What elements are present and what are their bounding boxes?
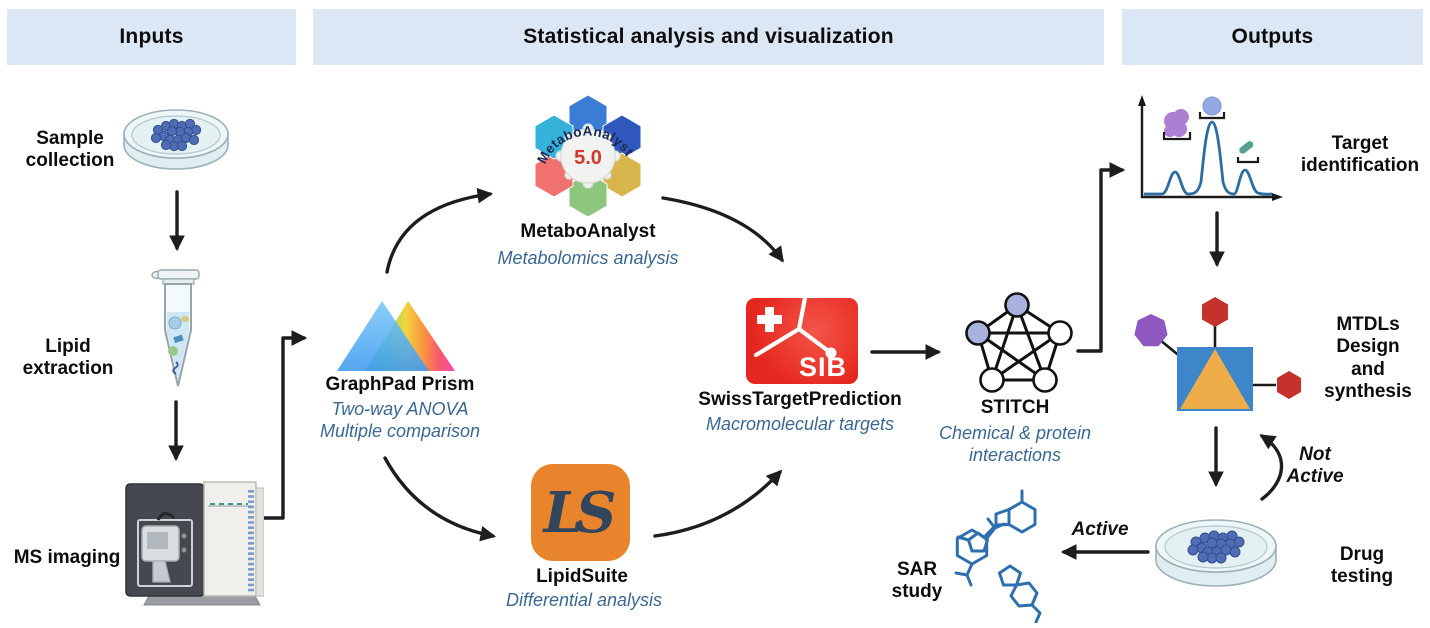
stitch-name: STITCH xyxy=(980,397,1050,418)
arrow-stitch-to-target xyxy=(1076,162,1126,353)
metaboanalyst-logo: 5.0 MetaboAnalyst xyxy=(534,94,642,218)
drug-testing-label: Drug testing xyxy=(1330,544,1394,588)
arrow-graphpad-to-lipidsuite xyxy=(383,456,497,542)
lipidsuite-subtitle: Differential analysis xyxy=(505,590,663,610)
stitch-network-icon xyxy=(965,292,1073,393)
petri-dish-drug-icon xyxy=(1155,519,1277,587)
arrow-ms-to-graphpad xyxy=(253,330,308,520)
mtdl-red-hexagon-top xyxy=(1202,297,1228,327)
metaboanalyst-subtitle: Metabolomics analysis xyxy=(497,248,679,268)
metaboanalyst-version: 5.0 xyxy=(574,147,602,169)
arrow-lipidsuite-to-swiss xyxy=(653,469,783,538)
sar-molecules-icon xyxy=(954,489,1042,623)
mtdl-purple-heptagon xyxy=(1134,314,1168,347)
analysis-banner: Statistical analysis and visualization xyxy=(313,9,1104,65)
not-active-annotation: Not Active xyxy=(1286,444,1344,487)
protein-blob-blue-icon xyxy=(1202,96,1222,116)
petri-dish-sample-icon xyxy=(123,109,229,170)
arrow-graphpad-to-metaboanalyst xyxy=(385,187,494,274)
chromatogram-icon xyxy=(1138,95,1283,201)
mtdl-red-hexagon-right xyxy=(1277,371,1301,399)
mtdl-icon xyxy=(1134,297,1301,411)
mtdl-orange-triangle xyxy=(1180,349,1250,409)
analysis-banner-label: Statistical analysis and visualization xyxy=(523,25,894,48)
mass-spectrometer-icon xyxy=(125,481,264,606)
swisstargetprediction-name: SwissTargetPrediction xyxy=(698,389,902,410)
lipidsuite-name: LipidSuite xyxy=(536,566,628,587)
mtdls-label: MTDLs Design and synthesis xyxy=(1324,314,1412,403)
target-identification-label: Target identification xyxy=(1300,133,1420,177)
protein-blob-purple-icon xyxy=(1164,109,1189,137)
inputs-banner-label: Inputs xyxy=(119,25,184,48)
metaboanalyst-name: MetaboAnalyst xyxy=(520,221,656,242)
swiss-cross-icon xyxy=(757,307,782,332)
arrow-not-active-loop xyxy=(1259,434,1284,501)
ms-imaging-label: MS imaging xyxy=(13,547,121,568)
inputs-banner: Inputs xyxy=(7,9,296,65)
peak-brackets xyxy=(1162,112,1260,164)
stitch-subtitle: Chemical & protein interactions xyxy=(938,423,1092,465)
graphpad-subtitle: Two-way ANOVA Multiple comparison xyxy=(319,399,481,441)
swisstargetprediction-subtitle: Macromolecular targets xyxy=(705,414,895,434)
swiss-sib-text: SIB xyxy=(799,352,847,382)
lipidsuite-logo: LS xyxy=(531,464,630,561)
swisstargetprediction-logo: SIB xyxy=(746,298,858,384)
arrow-metaboanalyst-to-swiss xyxy=(661,196,784,263)
swiss-molecule-icon xyxy=(753,298,834,358)
ligand-green-icon xyxy=(1239,141,1254,154)
lipidsuite-logo-text: LS xyxy=(543,479,617,546)
lipid-extraction-label: Lipid extraction xyxy=(22,336,114,380)
active-annotation: Active xyxy=(1071,519,1129,540)
outputs-banner: Outputs xyxy=(1122,9,1423,65)
sample-collection-label: Sample collection xyxy=(25,128,115,172)
prism-blue-triangle xyxy=(337,301,429,371)
sar-study-label: SAR study xyxy=(891,559,943,603)
chromatogram-trace xyxy=(1144,120,1273,196)
graphpad-prism-logo xyxy=(337,301,455,371)
outputs-banner-label: Outputs xyxy=(1231,25,1314,48)
tube-icon xyxy=(151,269,200,387)
graphpad-name: GraphPad Prism xyxy=(325,374,475,395)
